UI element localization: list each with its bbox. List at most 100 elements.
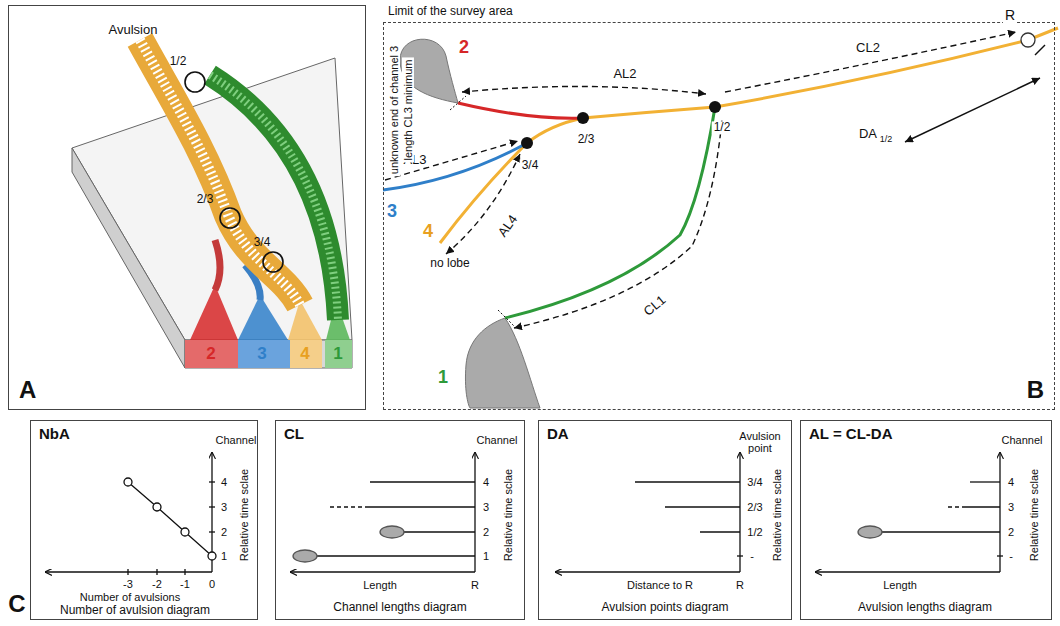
drawing-stroke (208, 552, 216, 560)
label: 3 (257, 345, 266, 364)
drawing-stroke (385, 32, 1045, 328)
drawing-stroke (1035, 45, 1045, 55)
label: Channel (216, 434, 257, 446)
drawing-stroke (948, 506, 962, 507)
drawing-stroke (635, 481, 740, 482)
drawing-stroke (450, 96, 466, 110)
drawing-stroke (962, 506, 1000, 507)
label: 1 (221, 550, 227, 562)
drawing-stroke (215, 240, 220, 290)
drawing-stroke (190, 285, 238, 340)
label: 2/3 (576, 133, 597, 146)
drawing-stroke (72, 148, 185, 368)
label: Relative time sclae (238, 469, 250, 561)
label: Channel (1002, 434, 1043, 446)
label: 2 (483, 526, 489, 538)
diagram-box: NbA (30, 420, 258, 620)
drawing-stroke (999, 452, 1000, 572)
drawing-stroke (370, 481, 475, 482)
drawing-stroke (184, 569, 185, 575)
label: - (750, 550, 754, 562)
label: -3 (123, 578, 133, 590)
label: Length (883, 579, 917, 591)
drawing-stroke (365, 506, 475, 507)
drawing-stroke (290, 571, 475, 572)
label: 2 (206, 345, 215, 364)
label: CL1 (640, 292, 671, 321)
drawing-stroke (185, 72, 205, 92)
drawing-stroke (290, 340, 322, 368)
drawing-stroke (330, 506, 365, 507)
drawing-stroke (404, 531, 475, 532)
label: 1/2 (878, 135, 895, 145)
drawing-stroke (709, 101, 721, 113)
drawing-stroke (127, 569, 128, 575)
label: Channel (477, 434, 518, 446)
panel-frame: Limit of the survey areaB (383, 22, 1055, 410)
panel-letter: B (1027, 377, 1044, 403)
panel-title: NbA (39, 426, 70, 443)
label: 1 (436, 368, 450, 388)
drawing-stroke (725, 32, 1016, 92)
drawing-stroke (665, 506, 740, 507)
label: 3 (483, 501, 489, 513)
label: length CL3 minimum (402, 58, 414, 163)
label: R (1003, 8, 1017, 23)
drawing-stroke (317, 555, 475, 556)
drawing-stroke (465, 318, 540, 408)
label: 2 (221, 526, 227, 538)
drawing-stroke (140, 40, 300, 305)
drawing-stroke (185, 340, 238, 368)
label: Relative time sclae (771, 469, 783, 561)
panel-title: AL = CL-DA (809, 426, 892, 443)
drawing-stroke (997, 555, 1003, 556)
drawing-stroke (815, 571, 1000, 572)
diagram-box: AL = CL-DA (800, 420, 1052, 620)
label: 4 (300, 345, 309, 364)
drawing-stroke (521, 137, 533, 149)
label: C (8, 591, 25, 617)
drawing-stroke (181, 528, 189, 536)
panel-frame: A (8, 5, 366, 410)
drawing-stroke (238, 340, 290, 368)
label: Avulsion (109, 23, 158, 37)
drawing-stroke (153, 503, 161, 511)
label: Channel lengths diagram (333, 601, 466, 614)
drawing-stroke (293, 550, 317, 562)
drawing-stroke (209, 481, 215, 482)
drawing-stroke (882, 531, 1000, 532)
drawing-stroke (905, 78, 1040, 142)
label: 1/2 (170, 55, 187, 68)
area-caption: Limit of the survey area (388, 5, 513, 18)
label: Relative time sclae (1028, 469, 1040, 561)
label: R (471, 579, 479, 591)
drawing-stroke (220, 208, 240, 228)
drawing-stroke (505, 107, 715, 318)
label: no lobe (428, 257, 471, 270)
label: -2 (152, 578, 162, 590)
label: 4 (483, 476, 489, 488)
label: - (1009, 550, 1013, 562)
label: AL2 (611, 67, 638, 81)
drawing-stroke (700, 531, 740, 532)
drawing-stroke (555, 571, 740, 572)
drawing-stroke (383, 28, 1058, 408)
panel-title: DA (547, 426, 569, 443)
drawing-stroke (185, 340, 352, 368)
drawing-stroke (45, 452, 1003, 575)
label: 2/3 (197, 193, 214, 206)
drawing-stroke (263, 252, 283, 272)
label: unknown end of channel 3 (388, 44, 400, 176)
drawing-stroke (474, 452, 475, 572)
drawing-stroke (1021, 33, 1035, 47)
diagram-box: CL (275, 420, 525, 620)
label: Avulsion point (730, 430, 790, 454)
label: Number of avulsion diagram (60, 604, 210, 617)
drawing-stroke (970, 481, 1000, 482)
drawing-stroke (209, 506, 215, 507)
drawing-stroke (380, 526, 404, 538)
label: Length (363, 579, 397, 591)
label: 1 (483, 550, 489, 562)
label: 1/2 (712, 121, 733, 134)
label: 4 (221, 476, 227, 488)
